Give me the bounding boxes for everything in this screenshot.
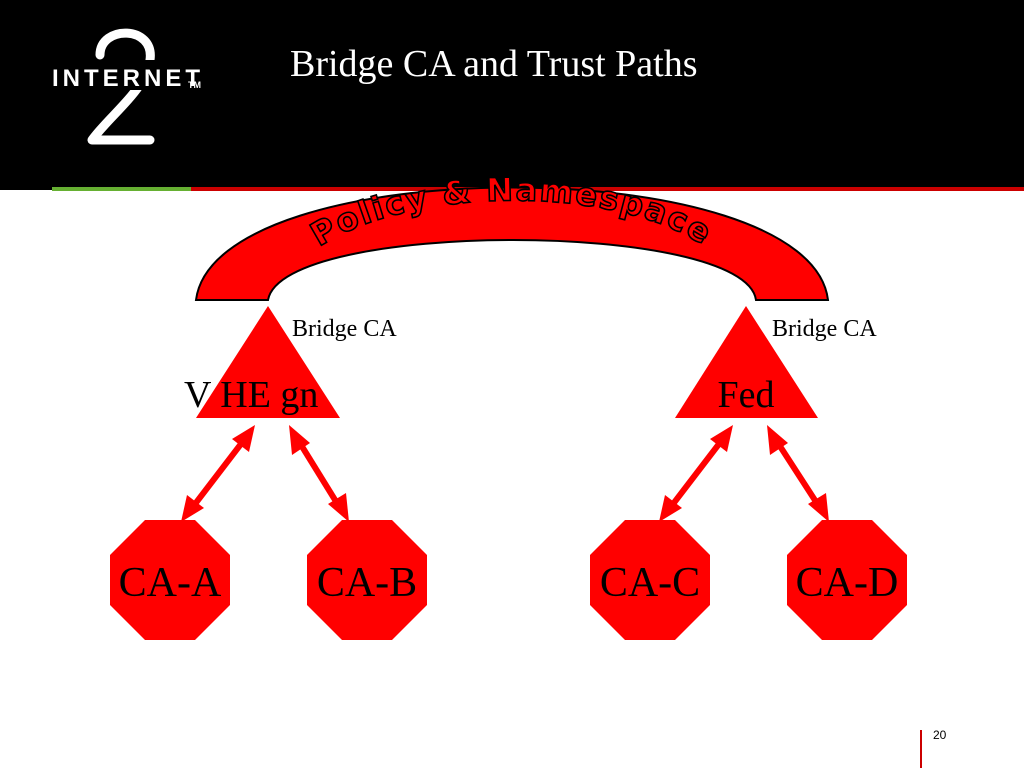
bridge-ca-left-caption: Bridge CA (292, 316, 397, 342)
internet2-logo: INTERNET TM (48, 28, 208, 145)
bridge-ca-left-label: V HE gn (184, 374, 318, 416)
logo-trademark: TM (188, 80, 201, 90)
bridge-ca-right-label: Fed (718, 374, 775, 416)
bridge-ca-right-caption: Bridge CA (772, 316, 877, 342)
arrow-left-to-ca-a (181, 425, 255, 522)
arrow-right-to-ca-d (767, 425, 829, 522)
arrow-left-to-ca-b (289, 425, 349, 522)
arrow-right-to-ca-c (659, 425, 733, 522)
ca-b-octagon (307, 520, 427, 640)
header-rule-green (52, 187, 191, 191)
policy-namespace-arch (194, 186, 830, 301)
ca-a-octagon (110, 520, 230, 640)
footer-divider (920, 730, 922, 768)
ca-d-label: CA-D (796, 560, 899, 606)
bridge-ca-left-triangle (196, 306, 340, 418)
logo-wordmark: INTERNET (52, 65, 204, 92)
bridge-ca-right-triangle (675, 306, 818, 418)
slide-header: INTERNET TM Bridge CA and Trust Paths (0, 0, 1024, 190)
ca-c-octagon (590, 520, 710, 640)
ca-d-octagon (787, 520, 907, 640)
ca-b-label: CA-B (317, 560, 417, 606)
page-number: 20 (933, 728, 947, 742)
header-rule-red (191, 187, 1024, 191)
ca-c-label: CA-C (600, 560, 700, 606)
ca-a-label: CA-A (119, 560, 222, 606)
page-title: Bridge CA and Trust Paths (290, 43, 698, 85)
